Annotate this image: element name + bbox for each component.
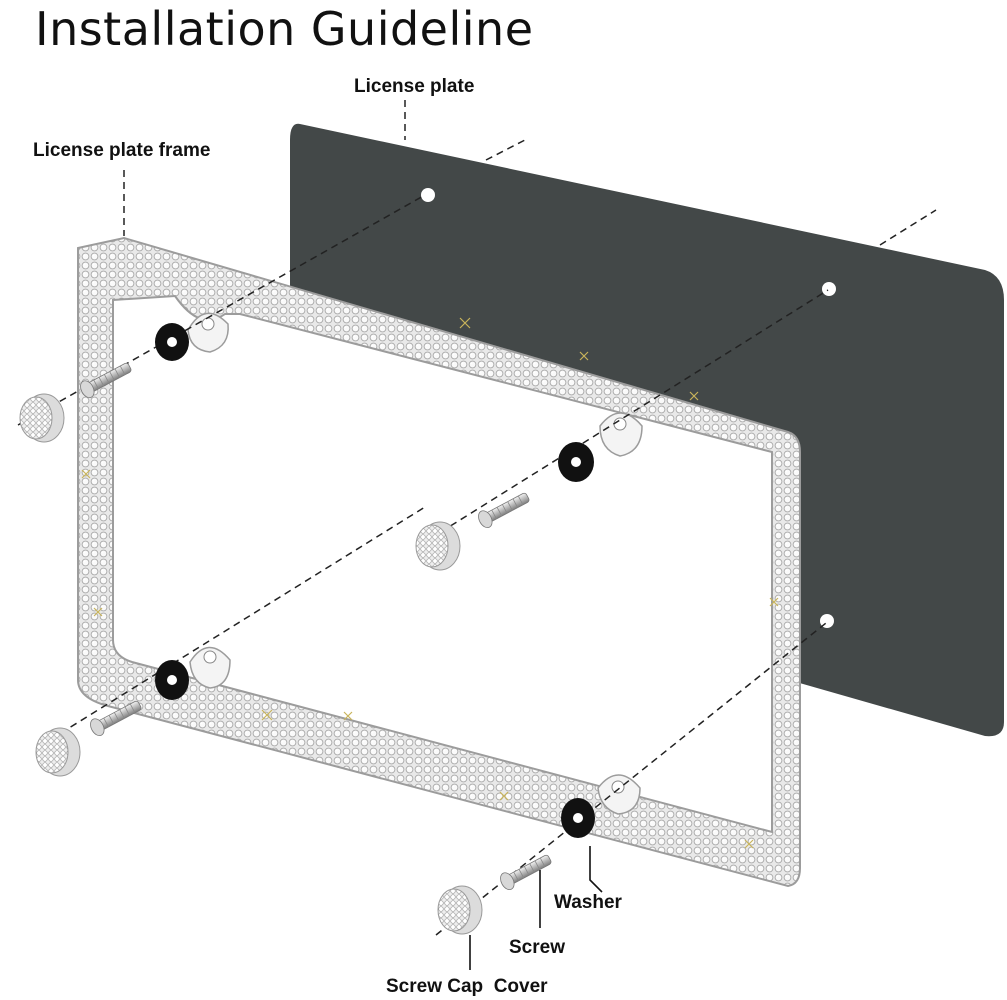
screw-icon bbox=[80, 362, 132, 399]
frame-outer-edge bbox=[77, 236, 801, 888]
screw-icon bbox=[500, 854, 552, 891]
screw-cap-icon bbox=[35, 727, 81, 777]
washers bbox=[155, 323, 595, 838]
washer-icon bbox=[561, 798, 595, 838]
washer-icon bbox=[558, 442, 594, 482]
frame-tab-hole bbox=[203, 650, 217, 664]
screw-cap-icon bbox=[415, 521, 461, 571]
washer-icon bbox=[155, 323, 189, 361]
screw-cap-icon bbox=[19, 393, 65, 443]
screw-cap-covers bbox=[19, 393, 483, 935]
washer-label: Washer bbox=[554, 892, 622, 913]
plate-hole bbox=[421, 188, 435, 202]
license-plate-label: License plate bbox=[354, 76, 475, 97]
screw-cap-cover-label: Screw Cap Cover bbox=[386, 976, 548, 997]
callout-lines bbox=[469, 846, 603, 970]
frame-tab-hole bbox=[201, 317, 215, 331]
screw-cap-icon bbox=[437, 885, 483, 935]
page-title: Installation Guideline bbox=[35, 2, 534, 56]
frame-tab bbox=[189, 646, 231, 689]
sparkle-icon bbox=[81, 317, 779, 849]
frame-tab bbox=[599, 412, 643, 457]
washer-icon bbox=[155, 660, 189, 700]
frame-tab-hole bbox=[613, 417, 627, 431]
license-plate-frame-label: License plate frame bbox=[33, 140, 211, 161]
frame-tab-hole bbox=[611, 780, 625, 794]
screws bbox=[80, 362, 552, 891]
screw-icon bbox=[478, 492, 530, 529]
screw-icon bbox=[90, 700, 142, 737]
frame-tab bbox=[597, 774, 641, 815]
screw-label: Screw bbox=[509, 937, 565, 958]
plate-hole bbox=[822, 282, 836, 296]
